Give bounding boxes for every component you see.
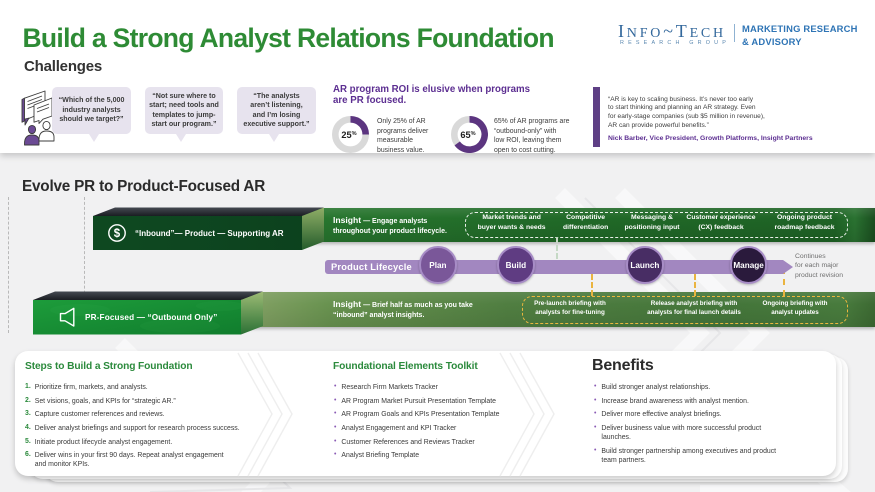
svg-text:25%: 25% — [341, 130, 356, 140]
svg-text:65%: 65% — [460, 130, 475, 140]
svg-text:$: $ — [114, 228, 121, 240]
